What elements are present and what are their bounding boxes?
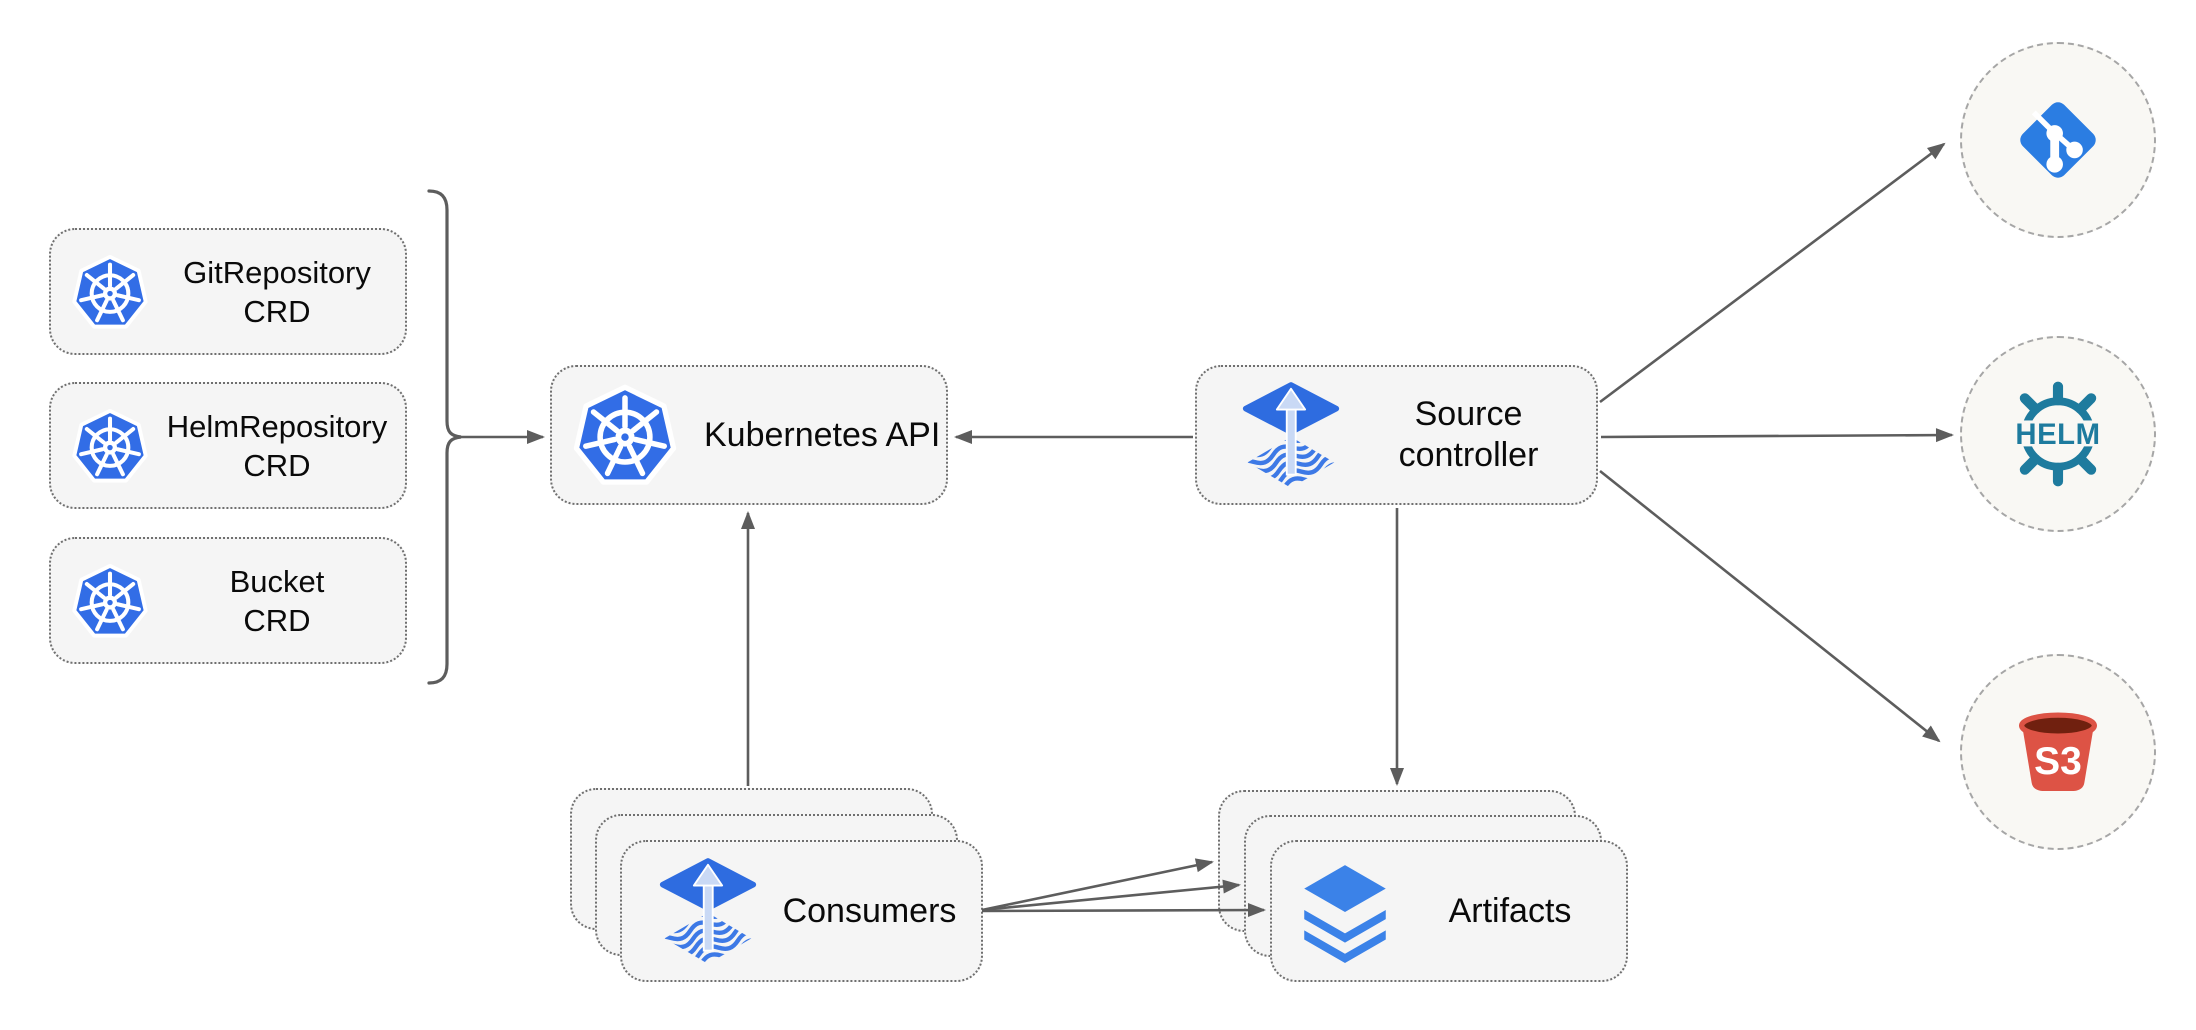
- consumers-label: Consumers: [782, 891, 957, 930]
- kubernetes-icon: [572, 382, 678, 488]
- helm-source-node: HELM: [1960, 336, 2156, 532]
- artifacts-node: Artifacts: [1270, 840, 1628, 982]
- git-icon: [2020, 102, 2096, 178]
- artifacts-label: Artifacts: [1448, 891, 1572, 930]
- helm-icon: HELM: [2011, 381, 2105, 487]
- arrow-source-to-helm: [1600, 428, 1954, 443]
- consumers-node: Consumers: [620, 840, 983, 982]
- crd-box-label: Bucket CRD: [229, 563, 325, 638]
- layers-icon: [1296, 857, 1394, 965]
- crd-box-gitrepository: GitRepository CRD: [49, 228, 407, 355]
- arrow-consumers-to-artifacts-2: [981, 879, 1241, 912]
- kubernetes-icon: [71, 253, 149, 331]
- kubernetes-api-label: Kubernetes API: [704, 415, 941, 454]
- flux-icon: [658, 858, 758, 964]
- crd-box-helmrepository: HelmRepository CRD: [49, 382, 407, 509]
- git-source-node: [1960, 42, 2156, 238]
- s3-icon: S3: [2018, 712, 2098, 792]
- source-controller-node: Source controller: [1195, 365, 1598, 505]
- source-controller-label: Source controller: [1398, 395, 1539, 474]
- crd-box-label: GitRepository CRD: [183, 254, 371, 329]
- kubernetes-icon: [71, 562, 149, 640]
- kubernetes-icon: [71, 407, 149, 485]
- s3-source-node: S3: [1960, 654, 2156, 850]
- arrow-source-to-s3: [1599, 469, 1941, 743]
- crd-box-label: HelmRepository CRD: [166, 408, 388, 483]
- s3-label: S3: [2034, 740, 2082, 783]
- crd-box-bucket: Bucket CRD: [49, 537, 407, 664]
- arrow-source-to-git: [1599, 142, 1946, 404]
- arrow-consumers-to-artifacts-1: [981, 858, 1214, 912]
- helm-label: HELM: [2015, 418, 2100, 451]
- flux-icon: [1241, 382, 1341, 488]
- crd-group-brace: [427, 189, 462, 685]
- kubernetes-api-node: Kubernetes API: [550, 365, 948, 505]
